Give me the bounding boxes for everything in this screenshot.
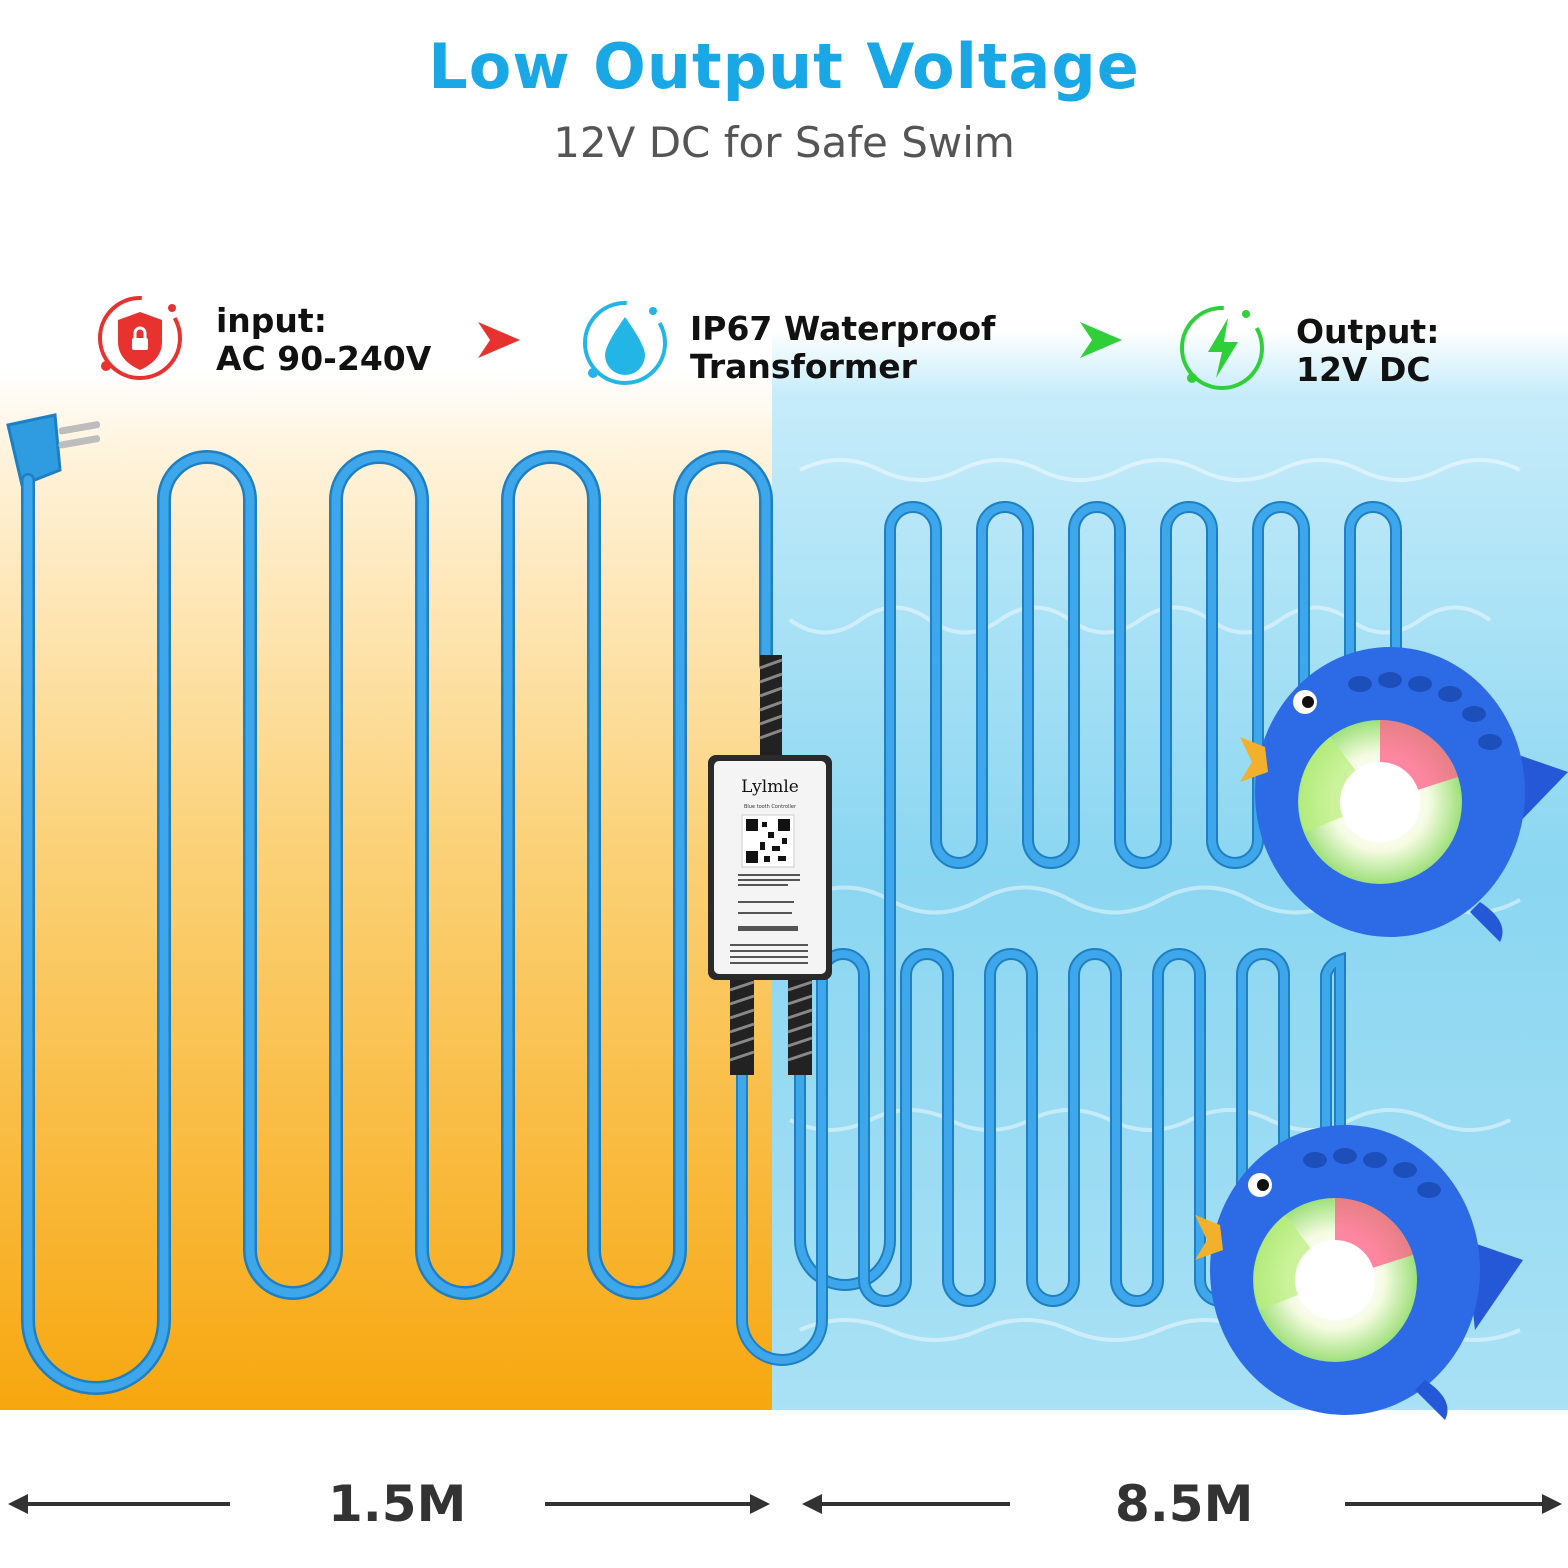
feature-input-value: AC 90-240V (216, 339, 432, 378)
feature-transformer: IP67 Waterproof Transformer (690, 310, 995, 386)
output-cable-lower (736, 948, 1346, 1366)
feature-output: Output: 12V DC (1296, 313, 1439, 389)
shield-lock-icon (98, 296, 182, 380)
water-drop-icon (583, 301, 667, 385)
warm-background (0, 370, 772, 1410)
arrow-red-icon (478, 322, 520, 358)
page-title: Low Output Voltage (428, 30, 1140, 103)
cable-strain-relief-left (729, 975, 755, 1075)
output-cable-upper (794, 501, 1402, 1291)
feature-transformer-label: IP67 Waterproof (690, 309, 996, 348)
arrow-green-icon (1080, 322, 1122, 358)
lightning-bolt-icon (1180, 306, 1264, 390)
measurement-arrows (8, 1494, 1562, 1514)
cable-strain-relief-right (787, 975, 813, 1075)
controller-label: Blue tooth Controller (744, 804, 797, 810)
measurement-right: 8.5M (1115, 1475, 1254, 1533)
feature-output-value: 12V DC (1296, 350, 1431, 389)
input-cable (21, 450, 773, 1395)
fish-pool-light-upper (1240, 647, 1568, 942)
power-plug (6, 413, 101, 488)
cable-strain-relief-top (759, 655, 783, 755)
qr-code (741, 814, 795, 868)
controller-brand: Lylmle (741, 777, 799, 797)
bluetooth-controller: Lylmle Blue tooth Controller (708, 755, 832, 980)
page-subtitle: 12V DC for Safe Swim (553, 118, 1015, 167)
feature-output-label: Output: (1296, 312, 1440, 351)
feature-input-label: input: (216, 301, 327, 340)
measurement-left: 1.5M (328, 1475, 467, 1533)
fish-pool-light-lower (1195, 1125, 1523, 1420)
feature-input: input: AC 90-240V (216, 302, 431, 378)
feature-transformer-value: Transformer (690, 347, 917, 386)
